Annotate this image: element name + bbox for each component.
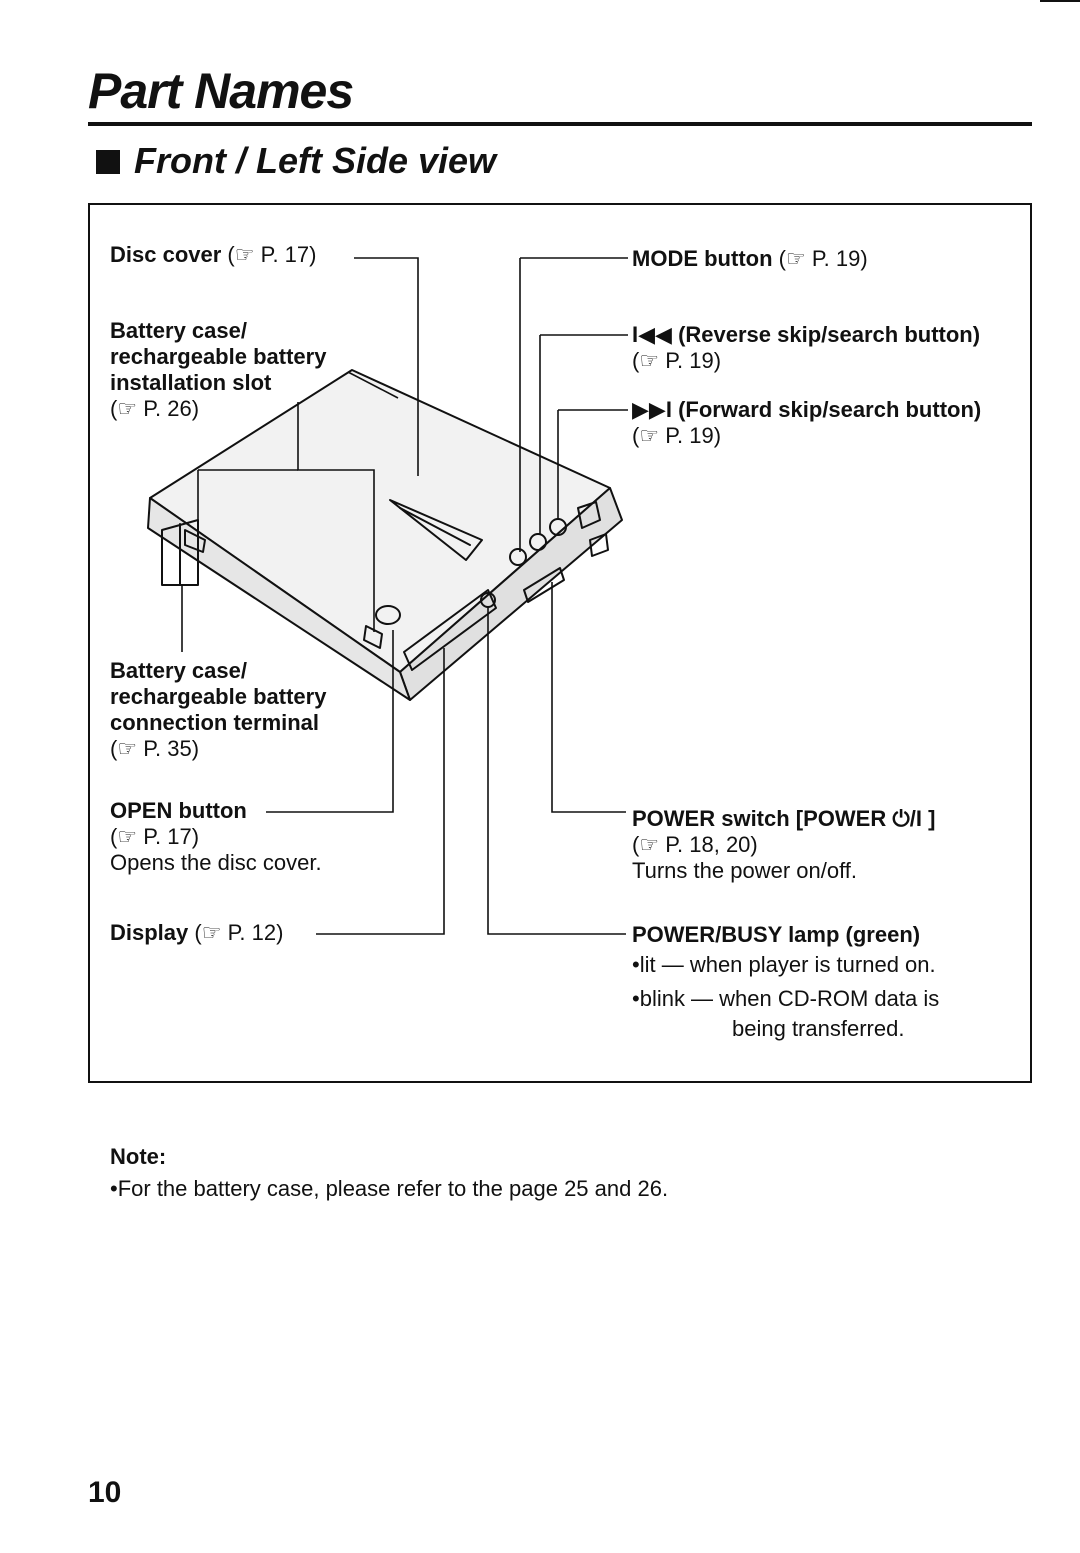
- page-number: 10: [88, 1476, 122, 1509]
- connector-shape: [589, 533, 609, 557]
- pointing-hand-icon: ☞: [639, 348, 660, 373]
- label-display: Display (☞ P. 12): [110, 920, 284, 945]
- player-left-edge: [147, 497, 411, 701]
- pointing-hand-icon: ☞: [117, 824, 138, 849]
- corner-mark: [1040, 0, 1080, 2]
- label-open-button: OPEN button (☞ P. 17) Opens the disc cov…: [110, 798, 322, 875]
- pointing-hand-icon: ☞: [201, 920, 222, 945]
- section-bullet-icon: [96, 150, 120, 174]
- display-window: [403, 589, 497, 671]
- label-battery-slot: Battery case/ rechargeable battery insta…: [110, 318, 327, 421]
- label-forward-skip: ▶▶I (Forward skip/search button) (☞ P. 1…: [632, 397, 982, 448]
- open-button-shape: [375, 605, 401, 625]
- pointing-hand-icon: ☞: [785, 246, 806, 271]
- page-title: Part Names: [88, 63, 354, 119]
- power-switch-shape: [523, 567, 565, 603]
- label-power-busy-lamp: POWER/BUSY lamp (green) •lit — when play…: [632, 922, 940, 1041]
- forward-skip-icon: ▶▶I: [632, 397, 672, 422]
- reverse-button-shape: [529, 533, 547, 551]
- note-text: •For the battery case, please refer to t…: [110, 1176, 669, 1201]
- label-battery-terminal: Battery case/ rechargeable battery conne…: [110, 658, 327, 761]
- mode-button-shape: [509, 548, 527, 566]
- label-disc-cover: Disc cover (☞ P. 17): [110, 242, 317, 267]
- label-power-switch: POWER switch [POWER ⏻/I ] (☞ P. 18, 20) …: [632, 806, 936, 883]
- terminal-block: [161, 519, 199, 586]
- side-button-shape: [577, 501, 601, 529]
- note-label: Note:: [110, 1144, 167, 1169]
- pointing-hand-icon: ☞: [639, 423, 660, 448]
- disc-cover-arrow: [389, 499, 483, 561]
- diagram-frame: [88, 203, 1032, 1083]
- pointing-hand-icon: ☞: [117, 736, 138, 761]
- label-reverse-skip: I◀◀ (Reverse skip/search button) (☞ P. 1…: [632, 322, 981, 373]
- pointing-hand-icon: ☞: [639, 832, 660, 857]
- pointing-hand-icon: ☞: [117, 396, 138, 421]
- label-mode-button: MODE button (☞ P. 19): [632, 246, 868, 271]
- reverse-skip-icon: I◀◀: [632, 322, 672, 347]
- section-title: Front / Left Side view: [134, 140, 497, 181]
- pointing-hand-icon: ☞: [234, 242, 255, 267]
- title-rule: [88, 122, 1032, 126]
